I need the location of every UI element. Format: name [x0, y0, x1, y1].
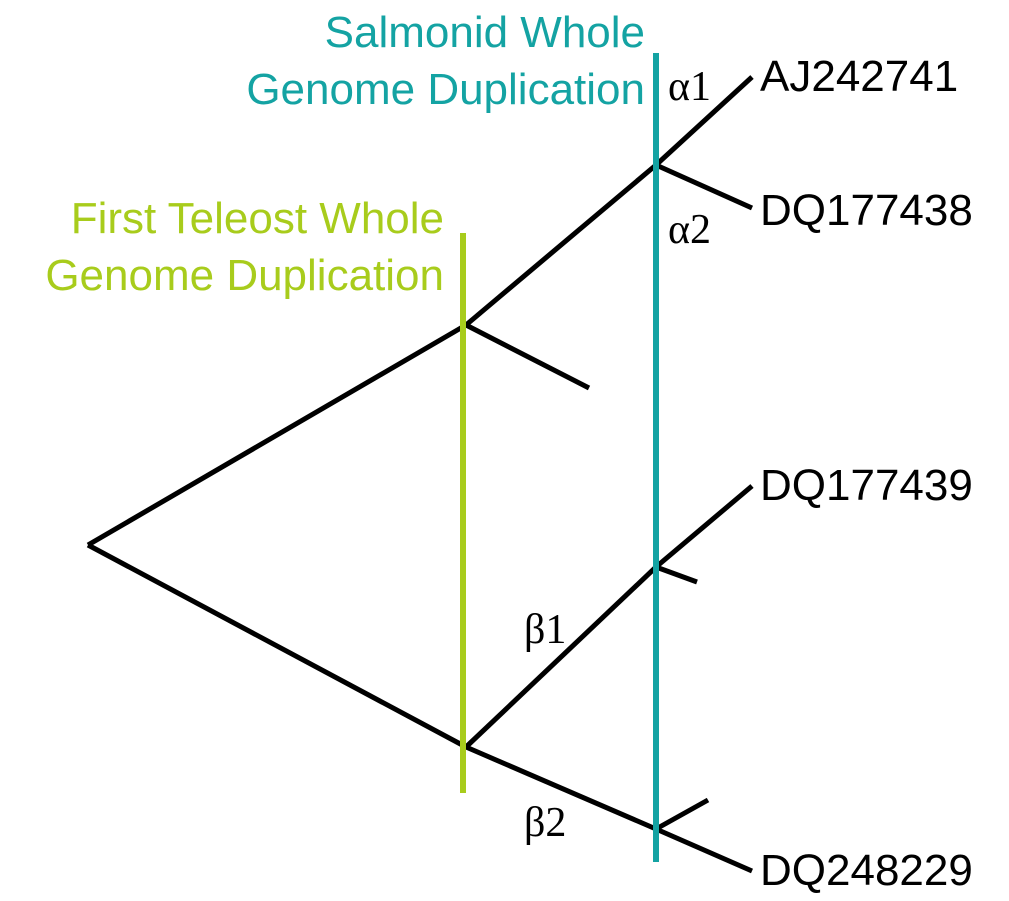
teleost-wgd-label-line2: Genome Duplication: [45, 251, 444, 300]
alpha2-label: α2: [668, 207, 711, 253]
beta1-stem-branch: [464, 565, 658, 749]
beta1-leaf-branch: [654, 484, 754, 569]
beta1-label: β1: [524, 607, 566, 653]
teleost-wgd-label-line1: First Teleost Whole: [71, 194, 444, 243]
salmonid-wgd-label-line1: Salmonid Whole: [325, 8, 645, 57]
root-to-beta-node-branch: [86, 542, 468, 750]
leaf-label-dq248229: DQ248229: [760, 846, 973, 895]
lost-beta1-paralog-branch: [655, 564, 698, 585]
root-to-alpha-node-branch: [86, 322, 468, 548]
tree-branches: [86, 75, 754, 874]
alpha2-branch: [654, 162, 754, 211]
alpha1-branch: [654, 75, 754, 167]
leaf-label-dq177438: DQ177438: [760, 186, 973, 235]
beta2-label: β2: [524, 800, 566, 846]
lost-alpha-paralog-branch: [464, 322, 591, 391]
salmonid-wgd-label-line2: Genome Duplication: [246, 65, 645, 114]
beta2-stem-branch: [465, 744, 657, 832]
lost-beta2-paralog-branch: [654, 797, 710, 832]
leaf-label-aj242741: AJ242741: [760, 52, 958, 101]
alpha1-label: α1: [668, 64, 711, 110]
leaf-label-dq177439: DQ177439: [760, 461, 973, 510]
alpha-to-salmonid-alpha-node-branch: [464, 163, 658, 327]
beta2-leaf-branch: [654, 826, 754, 874]
